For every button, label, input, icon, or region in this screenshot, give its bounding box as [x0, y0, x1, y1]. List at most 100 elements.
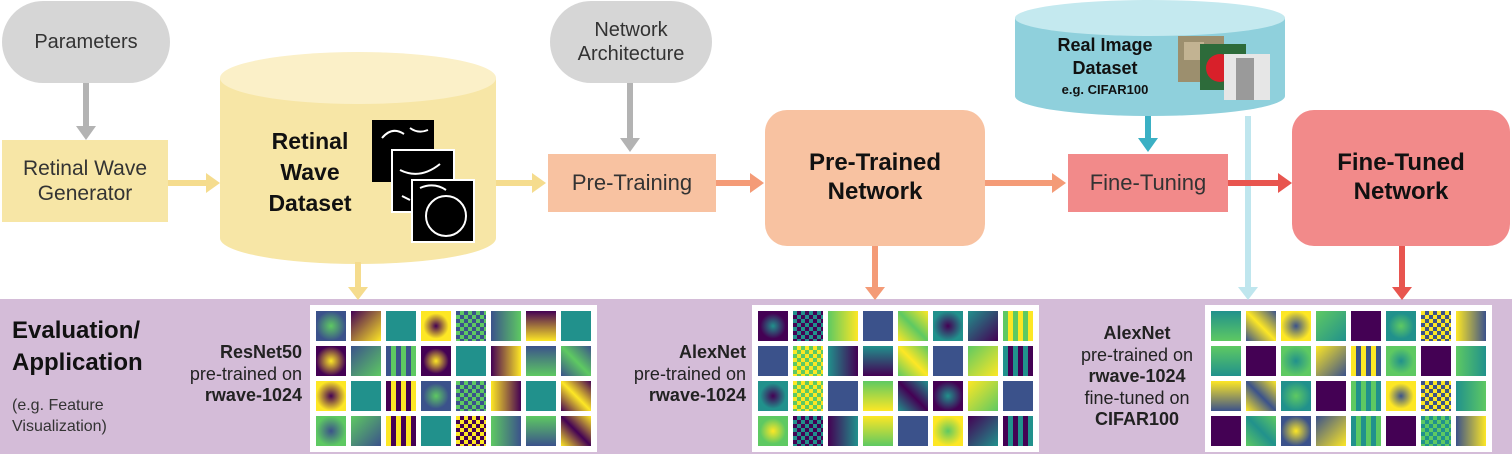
panel-2-filter-grid [752, 305, 1039, 452]
filter-tile [1456, 346, 1486, 376]
filter-tile [828, 416, 858, 446]
retinal-wave-generator-box: Retinal Wave Generator [2, 140, 168, 222]
retinal-wave-generator-label: Retinal Wave Generator [22, 156, 148, 205]
filter-tile [526, 346, 556, 376]
filter-tile [351, 416, 381, 446]
filter-tile [386, 346, 416, 376]
filter-tile [351, 311, 381, 341]
panel-3-dataset: rwave-1024 [1088, 366, 1186, 387]
network-architecture-pill: Network Architecture [550, 1, 712, 83]
filter-tile [1386, 381, 1416, 411]
panel-3-dataset2: CIFAR100 [1094, 409, 1180, 430]
filter-tile [933, 416, 963, 446]
filter-tile [1003, 381, 1033, 411]
filter-tile [863, 381, 893, 411]
filter-tile [1246, 346, 1276, 376]
filter-tile [456, 311, 486, 341]
filter-tile [1211, 381, 1241, 411]
filter-tile [1281, 416, 1311, 446]
filter-tile [1316, 311, 1346, 341]
filter-tile [421, 311, 451, 341]
filter-tile [1316, 416, 1346, 446]
filter-tile [456, 381, 486, 411]
filter-tile [1421, 416, 1451, 446]
filter-tile [1316, 381, 1346, 411]
filter-tile [828, 346, 858, 376]
filter-tile [316, 416, 346, 446]
filter-tile [863, 311, 893, 341]
filter-tile [1386, 311, 1416, 341]
real-image-dataset-example: e.g. CIFAR100 [1061, 82, 1149, 97]
pre-trained-network-box: Pre-Trained Network [765, 110, 985, 246]
filter-tile [1003, 346, 1033, 376]
panel-3-model: AlexNet [1103, 323, 1171, 343]
filter-tile [456, 416, 486, 446]
filter-tile [933, 346, 963, 376]
filter-tile [316, 381, 346, 411]
retinal-wave-sample-images [372, 120, 475, 243]
filter-tile [898, 311, 928, 341]
panel-2-caption: AlexNet pre-trained on rwave-1024 [600, 342, 746, 407]
filter-tile [421, 346, 451, 376]
filter-tile [1421, 381, 1451, 411]
filter-tile [491, 346, 521, 376]
filter-tile [491, 416, 521, 446]
filter-tile [1281, 381, 1311, 411]
filter-tile [1246, 311, 1276, 341]
filter-tile [351, 381, 381, 411]
panel-2-dataset: rwave-1024 [648, 385, 746, 406]
filter-tile [421, 416, 451, 446]
panel-1-model: ResNet50 [219, 342, 302, 362]
filter-tile [1456, 381, 1486, 411]
panel-3-caption: AlexNet pre-trained on rwave-1024 fine-t… [1070, 323, 1204, 431]
parameters-pill: Parameters [2, 1, 170, 83]
filter-tile [491, 381, 521, 411]
filter-tile [933, 311, 963, 341]
network-architecture-label: Network Architecture [577, 19, 685, 65]
filter-tile [1246, 381, 1276, 411]
filter-tile [1351, 346, 1381, 376]
filter-tile [1351, 311, 1381, 341]
filter-tile [1386, 346, 1416, 376]
real-image-dataset-title: Real Image Dataset [1057, 35, 1153, 79]
filter-tile [526, 381, 556, 411]
filter-tile [898, 416, 928, 446]
filter-tile [1211, 311, 1241, 341]
filter-tile [1316, 346, 1346, 376]
filter-tile [1421, 311, 1451, 341]
filter-tile [491, 311, 521, 341]
filter-tile [1421, 346, 1451, 376]
filter-tile [1003, 311, 1033, 341]
filter-tile [793, 381, 823, 411]
filter-tile [1351, 381, 1381, 411]
filter-tile [968, 311, 998, 341]
filter-tile [386, 381, 416, 411]
pre-training-label: Pre-Training [571, 169, 693, 195]
filter-tile [793, 416, 823, 446]
filter-tile [456, 346, 486, 376]
pre-training-box: Pre-Training [548, 154, 716, 212]
panel-1-caption: ResNet50 pre-trained on rwave-1024 [160, 342, 302, 407]
evaluation-title: Evaluation/ Application [12, 317, 143, 377]
retinal-wave-dataset-label: Retinal Wave Dataset [268, 128, 352, 217]
filter-tile [898, 346, 928, 376]
filter-tile [758, 416, 788, 446]
filter-tile [1281, 311, 1311, 341]
filter-tile [316, 346, 346, 376]
filter-tile [968, 381, 998, 411]
fine-tuning-label: Fine-Tuning [1089, 169, 1207, 195]
filter-tile [758, 346, 788, 376]
panel-2-model: AlexNet [678, 342, 746, 362]
filter-tile [898, 381, 928, 411]
filter-tile [1211, 416, 1241, 446]
panel-1-filter-grid [310, 305, 597, 452]
panel-3-filter-grid [1205, 305, 1492, 452]
pre-trained-network-label: Pre-Trained Network [808, 149, 942, 205]
filter-tile [1211, 346, 1241, 376]
panel-3-line4: fine-tuned on [1084, 387, 1190, 408]
filter-tile [863, 346, 893, 376]
filter-tile [526, 311, 556, 341]
panel-1-line2: pre-trained on [189, 363, 302, 384]
filter-tile [561, 311, 591, 341]
